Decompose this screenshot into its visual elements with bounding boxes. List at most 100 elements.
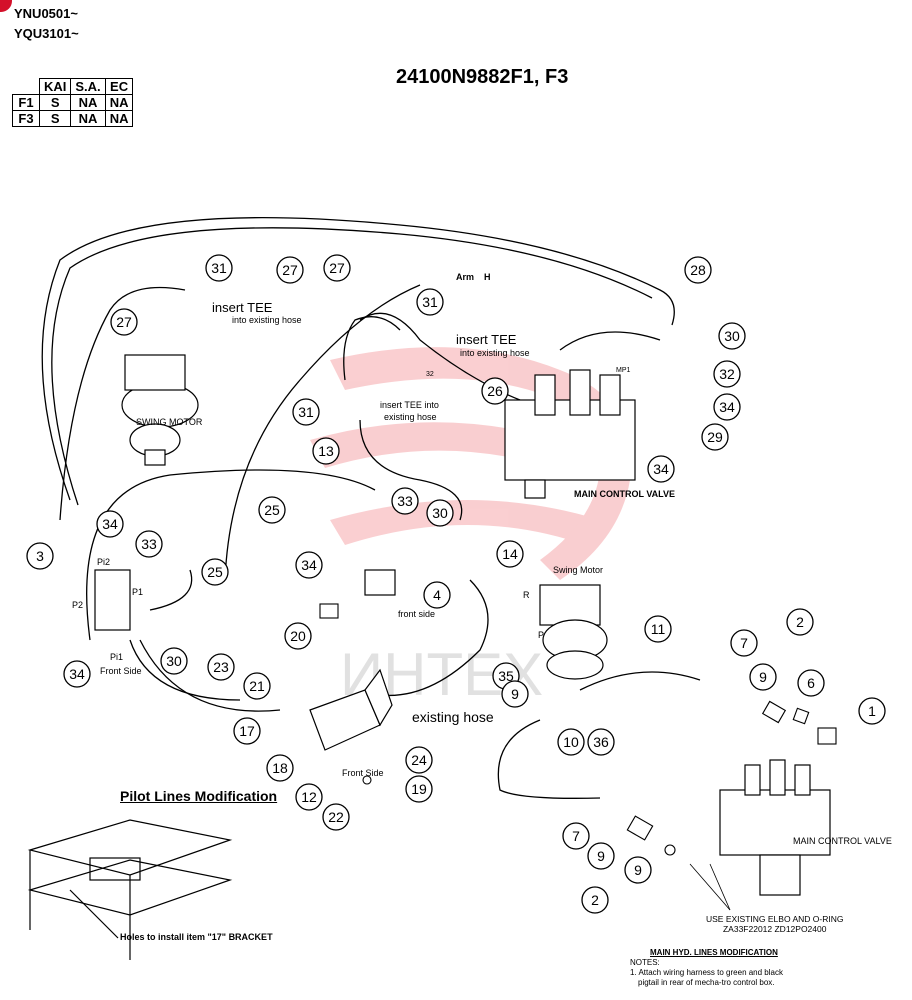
callout-circle [391,487,419,515]
callout-number: 29 [707,429,723,445]
callout-34: 34 [96,510,124,538]
callout-number: 30 [166,653,182,669]
port-pi2: Pi2 [97,557,111,567]
callout-circle [160,647,188,675]
callout-circle [284,622,312,650]
callout-circle [295,783,323,811]
callout-circle [233,717,261,745]
callout-17: 17 [233,717,261,745]
serial-range-1: YNU0501~ [14,6,78,21]
hose-25-right [149,569,193,611]
callout-circle [587,842,615,870]
callout-30: 30 [160,647,188,675]
callout-30: 30 [426,499,454,527]
callout-circle [405,775,433,803]
callout-34: 34 [647,455,675,483]
table-cell: NA [104,94,134,111]
callout-12: 12 [295,783,323,811]
callout-circle [243,672,271,700]
swing-motor-upper [121,354,199,466]
callout-2: 2 [786,608,814,636]
callout-circle [312,437,340,465]
callout-circle [258,496,286,524]
callout-25: 25 [201,558,229,586]
callout-number: 11 [651,621,666,637]
callout-7: 7 [730,629,758,657]
arm-label: Arm [456,272,475,282]
callout-9: 9 [749,663,777,691]
front-side-label-1: Front Side [100,666,142,676]
callout-number: 36 [593,734,609,750]
callout-number: 6 [807,675,815,691]
main-control-valve-upper [504,369,636,499]
callout-34: 34 [713,393,741,421]
callout-31: 31 [292,398,320,426]
callout-10: 10 [557,728,585,756]
table-cell: NA [70,110,106,127]
callout-number: 7 [740,635,748,651]
callout-circle [557,728,585,756]
callout-circle [110,308,138,336]
callout-number: 25 [264,502,280,518]
callout-number: 2 [591,892,599,908]
callout-number: 7 [572,828,580,844]
table-cell: KAI [38,78,72,95]
hose-11 [579,671,701,691]
callout-number: 1 [868,703,876,719]
callout-circle [96,510,124,538]
callout-circle [323,254,351,282]
main-control-valve-upper-label: MAIN CONTROL VALVE [574,489,675,499]
leader-lines [689,863,731,911]
callout-circle [426,499,454,527]
hose-27-left [59,286,186,521]
callout-number: 31 [422,294,438,310]
callout-number: 27 [329,260,345,276]
callout-24: 24 [405,746,433,774]
use-elbo-line-2: ZA33F22012 ZD12PO2400 [722,924,827,934]
hose-27-outer [41,217,675,501]
callout-21: 21 [243,672,271,700]
callout-number: 9 [597,848,605,864]
arm-symbol: H [484,272,491,282]
serial-range-2: YQU3101~ [14,26,79,41]
insert-tee-label-1b: into existing hose [232,315,302,325]
notes-block: NOTES: 1. Attach wiring harness to green… [630,958,783,988]
callout-11: 11 [644,615,672,643]
spec-table: KAI S.A. EC F1 S NA NA F3 S NA NA [12,78,134,127]
hose-28 [559,331,661,351]
callout-9: 9 [501,680,529,708]
use-elbo-note: USE EXISTING ELBO AND O-RING ZA33F22012 … [706,914,843,934]
callout-circle [684,256,712,284]
callout-33: 33 [391,487,419,515]
callout-circle [205,254,233,282]
callout-number: 34 [301,557,317,573]
callout-number: 35 [498,668,514,684]
callout-number: 14 [502,546,518,562]
callout-circle [276,256,304,284]
callout-circle [749,663,777,691]
callout-number: 31 [211,260,227,276]
callout-number: 27 [282,262,298,278]
hose-existing [497,719,601,799]
table-row: F3 S NA NA [12,110,134,127]
callout-number: 27 [116,314,132,330]
front-side-label-2: front side [398,609,436,619]
callout-1: 1 [858,697,886,725]
table-cell: S.A. [70,78,106,95]
part-number-title: 24100N9882F1, F3 [396,66,569,88]
callout-circle [496,540,524,568]
swing-motor-lower [539,584,608,680]
callout-number: 10 [563,734,579,750]
callout-circle [562,822,590,850]
callout-number: 9 [759,669,767,685]
callout-number: 21 [249,678,265,694]
callout-number: 9 [634,862,642,878]
swing-motor-lower-label: Swing Motor [553,565,604,575]
main-control-valve-lower-label: MAIN CONTROL VALVE [793,836,892,846]
callout-number: 18 [272,760,288,776]
port-p2: P2 [72,600,84,610]
insert-tee-label-2b: into existing hose [460,348,530,358]
tag-32: 32 [426,371,434,378]
callout-number: 23 [213,659,229,675]
